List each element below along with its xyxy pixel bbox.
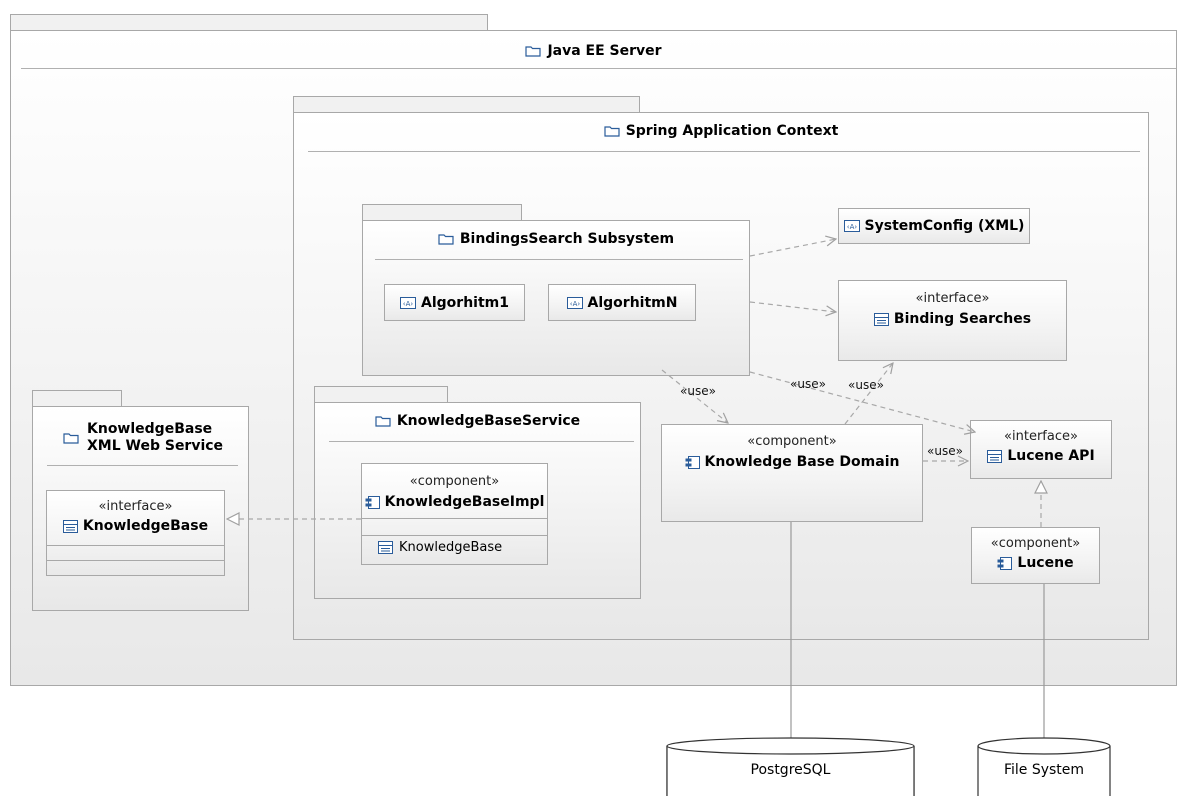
kb-interface[interactable]: «interface» KnowledgeBase (46, 490, 225, 576)
artifact-icon: ‹A› (400, 297, 417, 309)
algorithm1-label: Algorhitm1 (421, 295, 509, 311)
dependency-kb-domain-to-binding-searches (844, 363, 893, 425)
binding-searches-interface[interactable]: «interface» Binding Searches (838, 280, 1067, 361)
java-ee-server-title: Java EE Server (547, 43, 662, 59)
postgresql-label: PostgreSQL (750, 762, 831, 778)
kb-impl-label: KnowledgeBaseImpl (384, 494, 545, 510)
lucene-component[interactable]: «component» Lucene (971, 527, 1100, 584)
file-system-database[interactable] (977, 737, 1111, 796)
kb-domain-component[interactable]: «component» Knowledge Base Domain (661, 424, 923, 522)
lucene-stereotype: «component» (990, 536, 1081, 551)
interface-icon (378, 541, 393, 554)
folder-icon (525, 46, 542, 57)
lucene-api-stereotype: «interface» (1004, 429, 1078, 444)
kb-web-service-title-line2: XML Web Service (87, 438, 224, 454)
component-icon (365, 495, 380, 509)
kb-impl-component[interactable]: «component» KnowledgeBaseImpl KnowledgeB… (361, 463, 548, 565)
kb-service-tab (314, 386, 448, 403)
spring-context-tab (293, 96, 640, 113)
component-icon (685, 455, 700, 469)
folder-icon (63, 433, 79, 444)
use-label-bindings-to-lucene-api: «use» (790, 377, 826, 391)
svg-text:‹A›: ‹A› (846, 223, 857, 231)
kb-domain-stereotype: «component» (747, 434, 837, 449)
folder-icon (375, 416, 391, 427)
java-ee-server-tab (10, 14, 488, 31)
folder-icon (438, 234, 454, 245)
bindings-search-tab (362, 204, 522, 221)
kb-interface-stereotype: «interface» (98, 499, 173, 514)
kb-interface-label: KnowledgeBase (82, 518, 209, 534)
binding-searches-stereotype: «interface» (915, 291, 990, 306)
kb-impl-port-label: KnowledgeBase (399, 540, 503, 555)
lucene-label: Lucene (1017, 555, 1074, 571)
use-label-bindings-to-domain: «use» (680, 384, 716, 398)
folder-icon (604, 126, 620, 137)
dependency-bindings-to-lucene-api (749, 371, 975, 432)
system-config-label: SystemConfig (XML) (864, 218, 1025, 234)
file-system-label: File System (1003, 762, 1085, 778)
bindings-search-title: BindingsSearch Subsystem (459, 231, 675, 247)
algorithm1-artifact[interactable]: ‹A› Algorhitm1 (384, 284, 525, 321)
lucene-api-label: Lucene API (1007, 448, 1095, 464)
kb-service-title: KnowledgeBaseService (396, 413, 581, 429)
algorithmN-artifact[interactable]: ‹A› AlgorhitmN (548, 284, 696, 321)
kb-web-service-title-line1: KnowledgeBase (87, 421, 213, 437)
system-config-artifact[interactable]: ‹A› SystemConfig (XML) (838, 208, 1030, 244)
artifact-icon: ‹A› (843, 220, 860, 232)
spring-context-title: Spring Application Context (625, 123, 839, 139)
artifact-icon: ‹A› (566, 297, 583, 309)
algorithmN-label: AlgorhitmN (587, 295, 678, 311)
dependency-bindings-to-binding-searches (749, 301, 836, 312)
kb-web-service-tab (32, 390, 122, 407)
kb-domain-label: Knowledge Base Domain (704, 454, 900, 470)
kb-impl-stereotype: «component» (409, 474, 500, 489)
lucene-api-interface[interactable]: «interface» Lucene API (970, 420, 1112, 479)
binding-searches-label: Binding Searches (893, 311, 1032, 327)
interface-icon (873, 312, 889, 326)
use-label-domain-to-binding-searches: «use» (848, 378, 884, 392)
svg-text:‹A›: ‹A› (403, 300, 414, 308)
interface-icon (987, 449, 1003, 463)
component-icon (997, 556, 1013, 570)
use-label-domain-to-lucene-api: «use» (927, 444, 963, 458)
postgresql-database[interactable] (666, 737, 915, 796)
dependency-bindings-to-systemconfig (749, 239, 836, 257)
interface-icon (62, 519, 78, 533)
svg-text:‹A›: ‹A› (569, 300, 580, 308)
